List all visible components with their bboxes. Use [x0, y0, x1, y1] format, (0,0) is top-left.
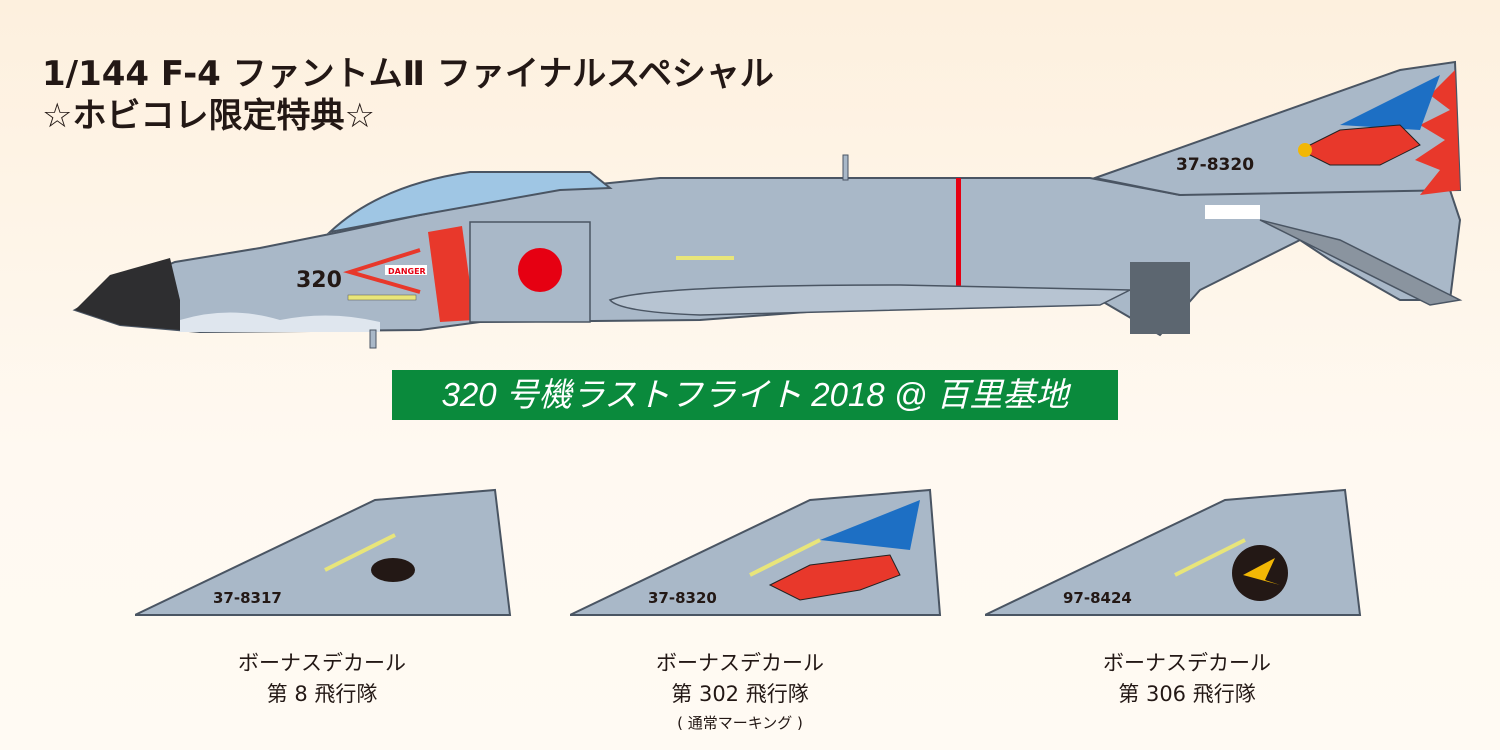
caption-label: ボーナスデカール	[1103, 651, 1271, 675]
danger-label: DANGER	[388, 267, 426, 276]
caption-note: ( 通常マーキング )	[677, 714, 803, 732]
caption-unit: 第 302 飛行隊	[671, 682, 809, 706]
nose-number: 320	[296, 268, 342, 293]
caption-302sq: ボーナスデカール 第 302 飛行隊 ( 通常マーキング )	[590, 648, 890, 736]
tail-decal-302sq: 37-8320	[570, 488, 942, 616]
tail-decal-306sq: 97-8424	[985, 488, 1362, 616]
caption-label: ボーナスデカール	[656, 651, 824, 675]
title-line-2: ☆ホビコレ限定特典☆	[42, 96, 375, 136]
tail-blue-wing	[1340, 75, 1440, 130]
eagle-icon	[768, 554, 901, 601]
svg-text:37-8320: 37-8320	[648, 589, 717, 607]
title-line-1: 1/144 F-4 ファントムⅡ ファイナルスペシャル	[42, 54, 774, 94]
hinomaru	[518, 248, 562, 292]
intake-red-panel	[428, 226, 475, 322]
tail-number: 37-8320	[1176, 155, 1254, 175]
tail-eagle	[1298, 124, 1421, 166]
nose-radome	[75, 258, 180, 330]
tail-red-zigzag	[1415, 70, 1460, 195]
caption-306sq: ボーナスデカール 第 306 飛行隊	[1037, 648, 1337, 710]
svg-text:97-8424: 97-8424	[1063, 589, 1132, 607]
canopy	[326, 171, 613, 234]
caption-unit: 第 8 飛行隊	[266, 682, 378, 706]
tail-decal-8sq: 37-8317	[135, 488, 512, 616]
svg-text:37-8317: 37-8317	[213, 589, 282, 607]
f4-phantom-illustration: 320 DANGER 37-8320	[72, 60, 1463, 349]
caption-8sq: ボーナスデカール 第 8 飛行隊	[172, 648, 472, 710]
last-flight-banner: 320 号機ラストフライト 2018 @ 百里基地	[392, 370, 1118, 420]
caption-label: ボーナスデカール	[238, 651, 406, 675]
panther-icon	[371, 558, 415, 582]
caption-unit: 第 306 飛行隊	[1118, 682, 1256, 706]
